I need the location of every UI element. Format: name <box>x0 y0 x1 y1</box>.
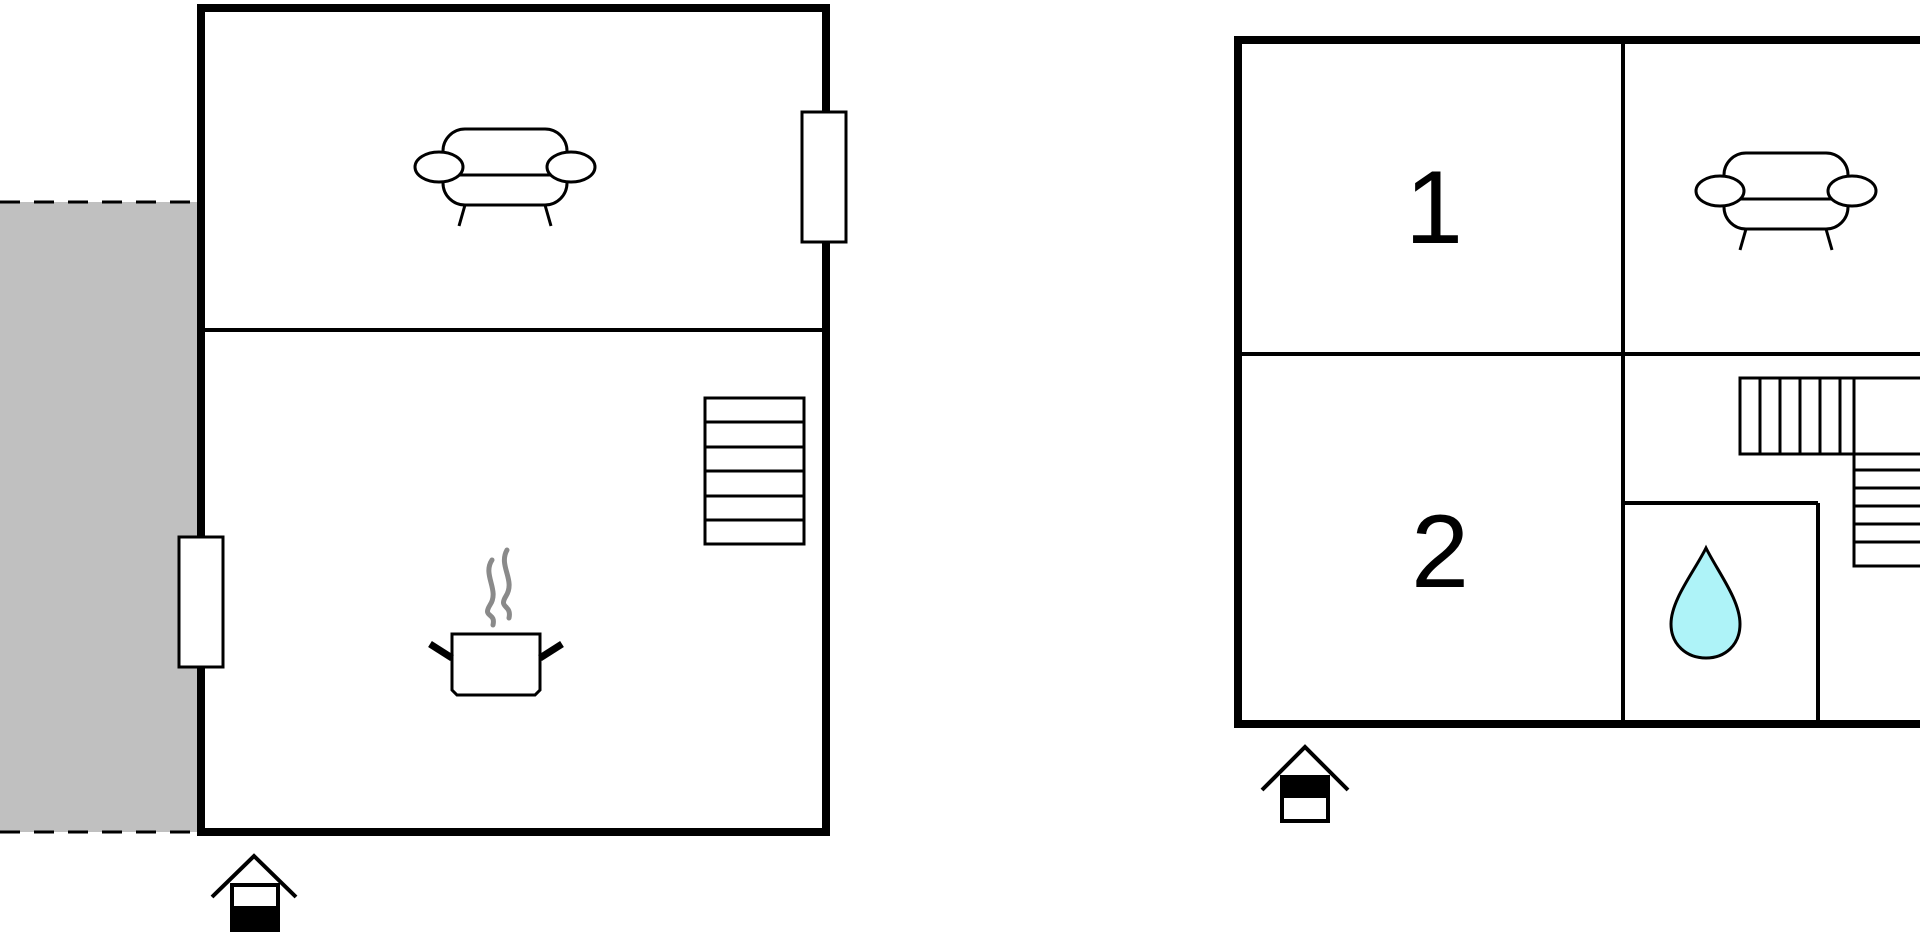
room-number-2: 2 <box>1411 494 1469 610</box>
ground-floor-plan <box>0 4 848 932</box>
window-left <box>177 535 225 669</box>
upper-floor-plan: 1 2 <box>1234 36 1920 823</box>
pot-handle-left <box>428 641 454 661</box>
cooking-pot-icon <box>428 547 564 697</box>
ground-floor-outer-wall <box>197 4 830 836</box>
sofa-icon <box>413 127 597 227</box>
terrace-area <box>0 202 200 832</box>
staircase-icon <box>703 396 806 546</box>
room-number-1: 1 <box>1405 150 1463 266</box>
entrance-icon <box>1260 744 1350 823</box>
window-right <box>800 110 848 244</box>
entrance-icon <box>210 853 298 932</box>
water-drop-icon <box>1669 544 1742 660</box>
pot-body <box>450 632 542 697</box>
sofa-icon <box>1694 151 1878 251</box>
steam-lines <box>485 547 512 628</box>
upper-floor-outer-wall <box>1234 36 1920 728</box>
pot-handle-right <box>538 641 564 661</box>
staircase-icon <box>1738 376 1920 568</box>
